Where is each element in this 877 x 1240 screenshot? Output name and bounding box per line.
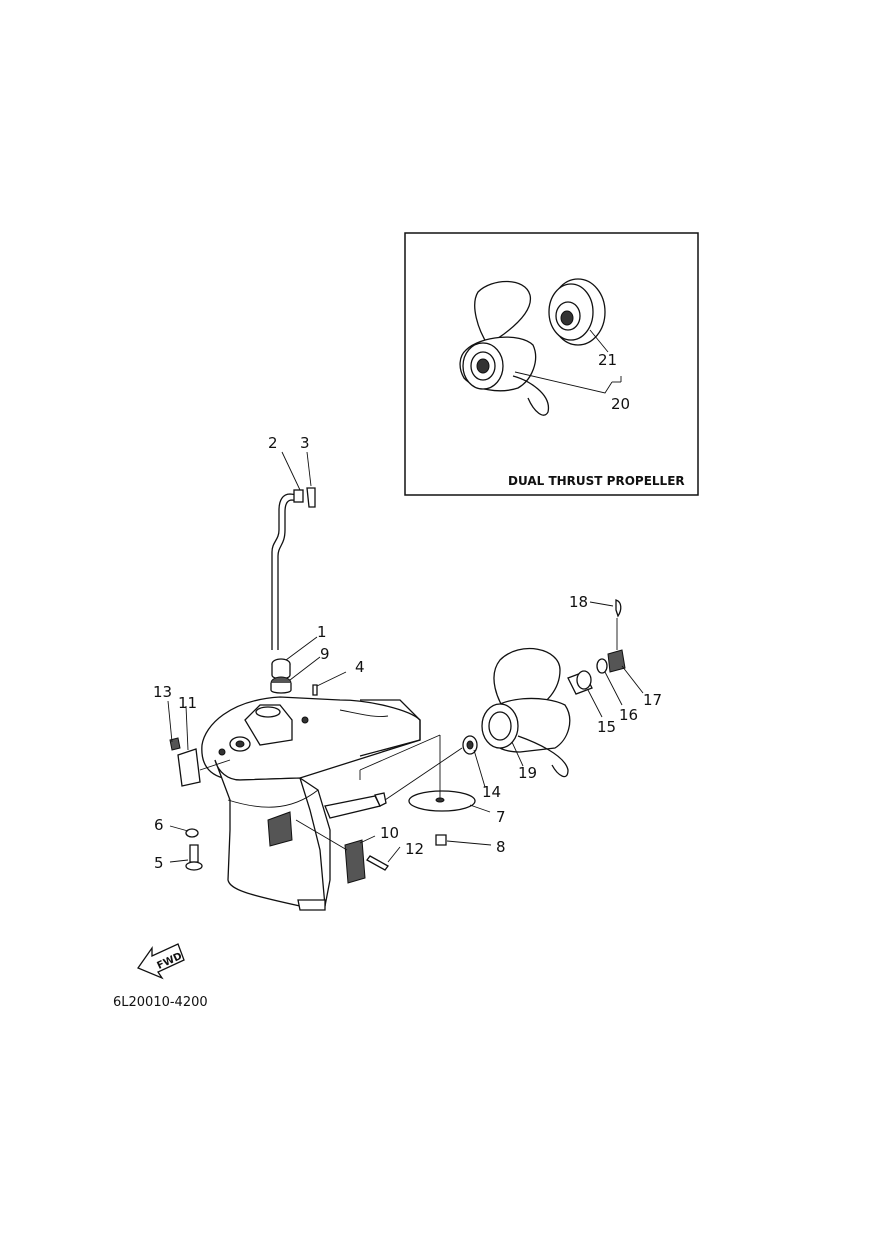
anode-plate-drawing bbox=[408, 790, 476, 812]
nut-13-drawing bbox=[169, 737, 181, 751]
callout-6: 6 bbox=[154, 816, 164, 834]
fwd-arrow: FWD bbox=[137, 943, 185, 980]
inset-label-21: 21 bbox=[598, 351, 617, 369]
grommet-drawing bbox=[306, 487, 316, 508]
callout-13: 13 bbox=[153, 683, 172, 701]
callout-11: 11 bbox=[178, 694, 197, 712]
grommet-9-drawing bbox=[270, 676, 292, 694]
callout-labels: 1 2 3 4 5 6 7 8 9 10 11 12 13 14 15 16 1… bbox=[153, 434, 662, 872]
inset-title: DUAL THRUST PROPELLER bbox=[508, 474, 685, 488]
inset-label-20: 20 bbox=[611, 395, 630, 413]
seal-drawing bbox=[271, 658, 291, 680]
callout-17: 17 bbox=[643, 691, 662, 709]
washer-16-drawing bbox=[596, 658, 608, 674]
anode-drawing bbox=[344, 839, 366, 884]
dowel-pin-drawing bbox=[312, 684, 318, 696]
callout-19: 19 bbox=[518, 764, 537, 782]
callout-15: 15 bbox=[597, 718, 616, 736]
washer-drawing bbox=[462, 735, 478, 755]
washer-6-drawing bbox=[185, 828, 199, 838]
callout-16: 16 bbox=[619, 706, 638, 724]
leader-lines bbox=[167, 451, 644, 863]
spacer-drawing bbox=[567, 670, 593, 695]
plate-drawing bbox=[177, 748, 201, 787]
bolt-8-drawing bbox=[435, 834, 447, 846]
callout-2: 2 bbox=[268, 434, 278, 452]
callout-4: 4 bbox=[355, 658, 365, 676]
callout-3: 3 bbox=[300, 434, 310, 452]
cotter-pin-drawing bbox=[615, 599, 622, 618]
callout-18: 18 bbox=[569, 593, 588, 611]
lower-casing-drawing bbox=[201, 696, 421, 911]
inset-panel: 21 20 DUAL THRUST PROPELLER bbox=[404, 232, 699, 496]
callout-7: 7 bbox=[496, 808, 506, 826]
inset-frame bbox=[404, 232, 699, 496]
nut-drawing bbox=[607, 649, 626, 673]
bolt-5-drawing bbox=[185, 844, 203, 871]
inset-thrust-hub-drawing bbox=[548, 278, 606, 346]
callout-12: 12 bbox=[405, 840, 424, 858]
screw-drawing bbox=[366, 855, 389, 871]
callout-10: 10 bbox=[380, 824, 399, 842]
water-tube-drawing bbox=[271, 489, 304, 650]
callout-8: 8 bbox=[496, 838, 506, 856]
callout-9: 9 bbox=[320, 645, 330, 663]
reference-code: 6L20010-4200 bbox=[113, 995, 208, 1010]
callout-1: 1 bbox=[317, 623, 327, 641]
inset-propeller-drawing bbox=[459, 280, 549, 416]
propeller-drawing bbox=[481, 647, 571, 778]
callout-14: 14 bbox=[482, 783, 501, 801]
callout-5: 5 bbox=[154, 854, 164, 872]
